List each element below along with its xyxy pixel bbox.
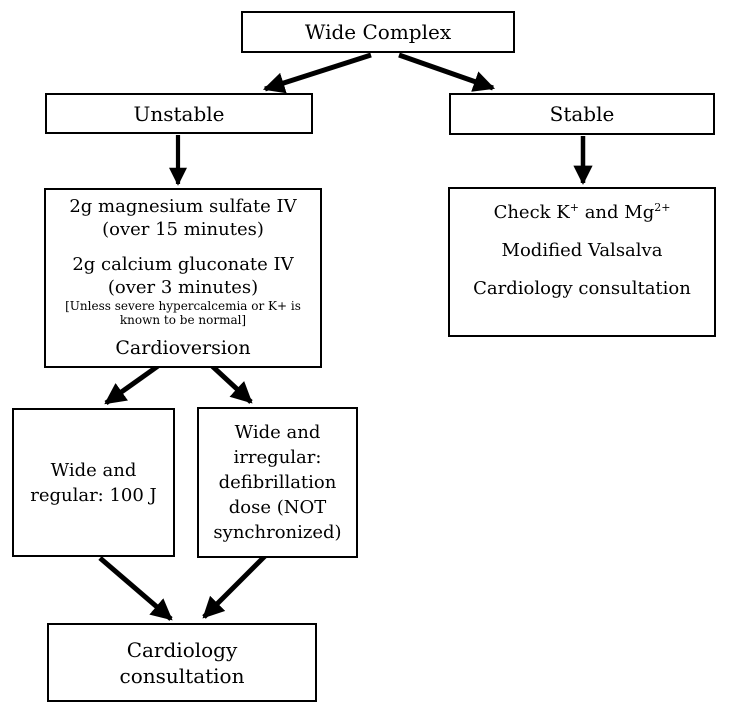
calcium-caveat-line-2: known to be normal] — [119, 313, 247, 327]
potassium-superscript: + — [569, 201, 579, 214]
wide-irregular-line-5: synchronized) — [213, 522, 342, 543]
node-stable: Stable — [449, 93, 715, 135]
node-wide-complex: Wide Complex — [241, 11, 515, 53]
wide-irregular-line-3: defibrillation — [218, 472, 337, 493]
magnesium-dose-line: 2g magnesium sulfate IV — [69, 196, 297, 217]
cardioversion-label: Cardioversion — [115, 337, 251, 359]
wide-irregular-line-2: irregular: — [233, 447, 322, 468]
check-electrolytes-line: Check K+ and Mg2+ — [493, 201, 671, 223]
final-line-2: consultation — [119, 663, 245, 688]
node-unstable-label: Unstable — [133, 101, 225, 126]
wide-irregular-line-1: Wide and — [234, 422, 321, 443]
magnesium-duration-line: (over 15 minutes) — [102, 219, 264, 240]
wide-irregular-line-4: dose (NOT — [228, 497, 327, 518]
cardiology-consultation-line: Cardiology consultation — [473, 278, 691, 299]
arrow-treatment-to-irregular — [209, 363, 253, 404]
node-stable-label: Stable — [549, 102, 615, 126]
node-unstable-treatment: 2g magnesium sulfate IV (over 15 minutes… — [44, 188, 322, 368]
modified-valsalva-line: Modified Valsalva — [501, 240, 663, 261]
calcium-dose-line: 2g calcium gluconate IV — [72, 254, 294, 275]
wide-regular-line-2: regular: 100 J — [30, 484, 157, 506]
arrow-irregular-to-final — [202, 554, 267, 619]
node-wide-irregular: Wide and irregular: defibrillation dose … — [197, 407, 358, 558]
calcium-caveat-line-1: [Unless severe hypercalcemia or K+ is — [65, 299, 301, 313]
magnesium-superscript: 2+ — [654, 201, 671, 214]
final-line-1: Cardiology — [126, 637, 238, 662]
wide-regular-line-1: Wide and — [50, 459, 137, 481]
node-final-cardiology-consultation: Cardiology consultation — [47, 623, 317, 702]
node-unstable: Unstable — [45, 93, 313, 134]
arrow-treatment-to-regular — [104, 363, 160, 406]
node-wide-complex-label: Wide Complex — [304, 20, 452, 44]
arrow-root-to-stable — [398, 52, 496, 92]
node-stable-treatment: Check K+ and Mg2+ Modified Valsalva Card… — [448, 187, 716, 337]
arrow-regular-to-final — [98, 556, 173, 621]
calcium-duration-line: (over 3 minutes) — [107, 277, 259, 298]
node-wide-regular: Wide and regular: 100 J — [12, 408, 175, 557]
arrow-root-to-unstable — [262, 52, 372, 94]
